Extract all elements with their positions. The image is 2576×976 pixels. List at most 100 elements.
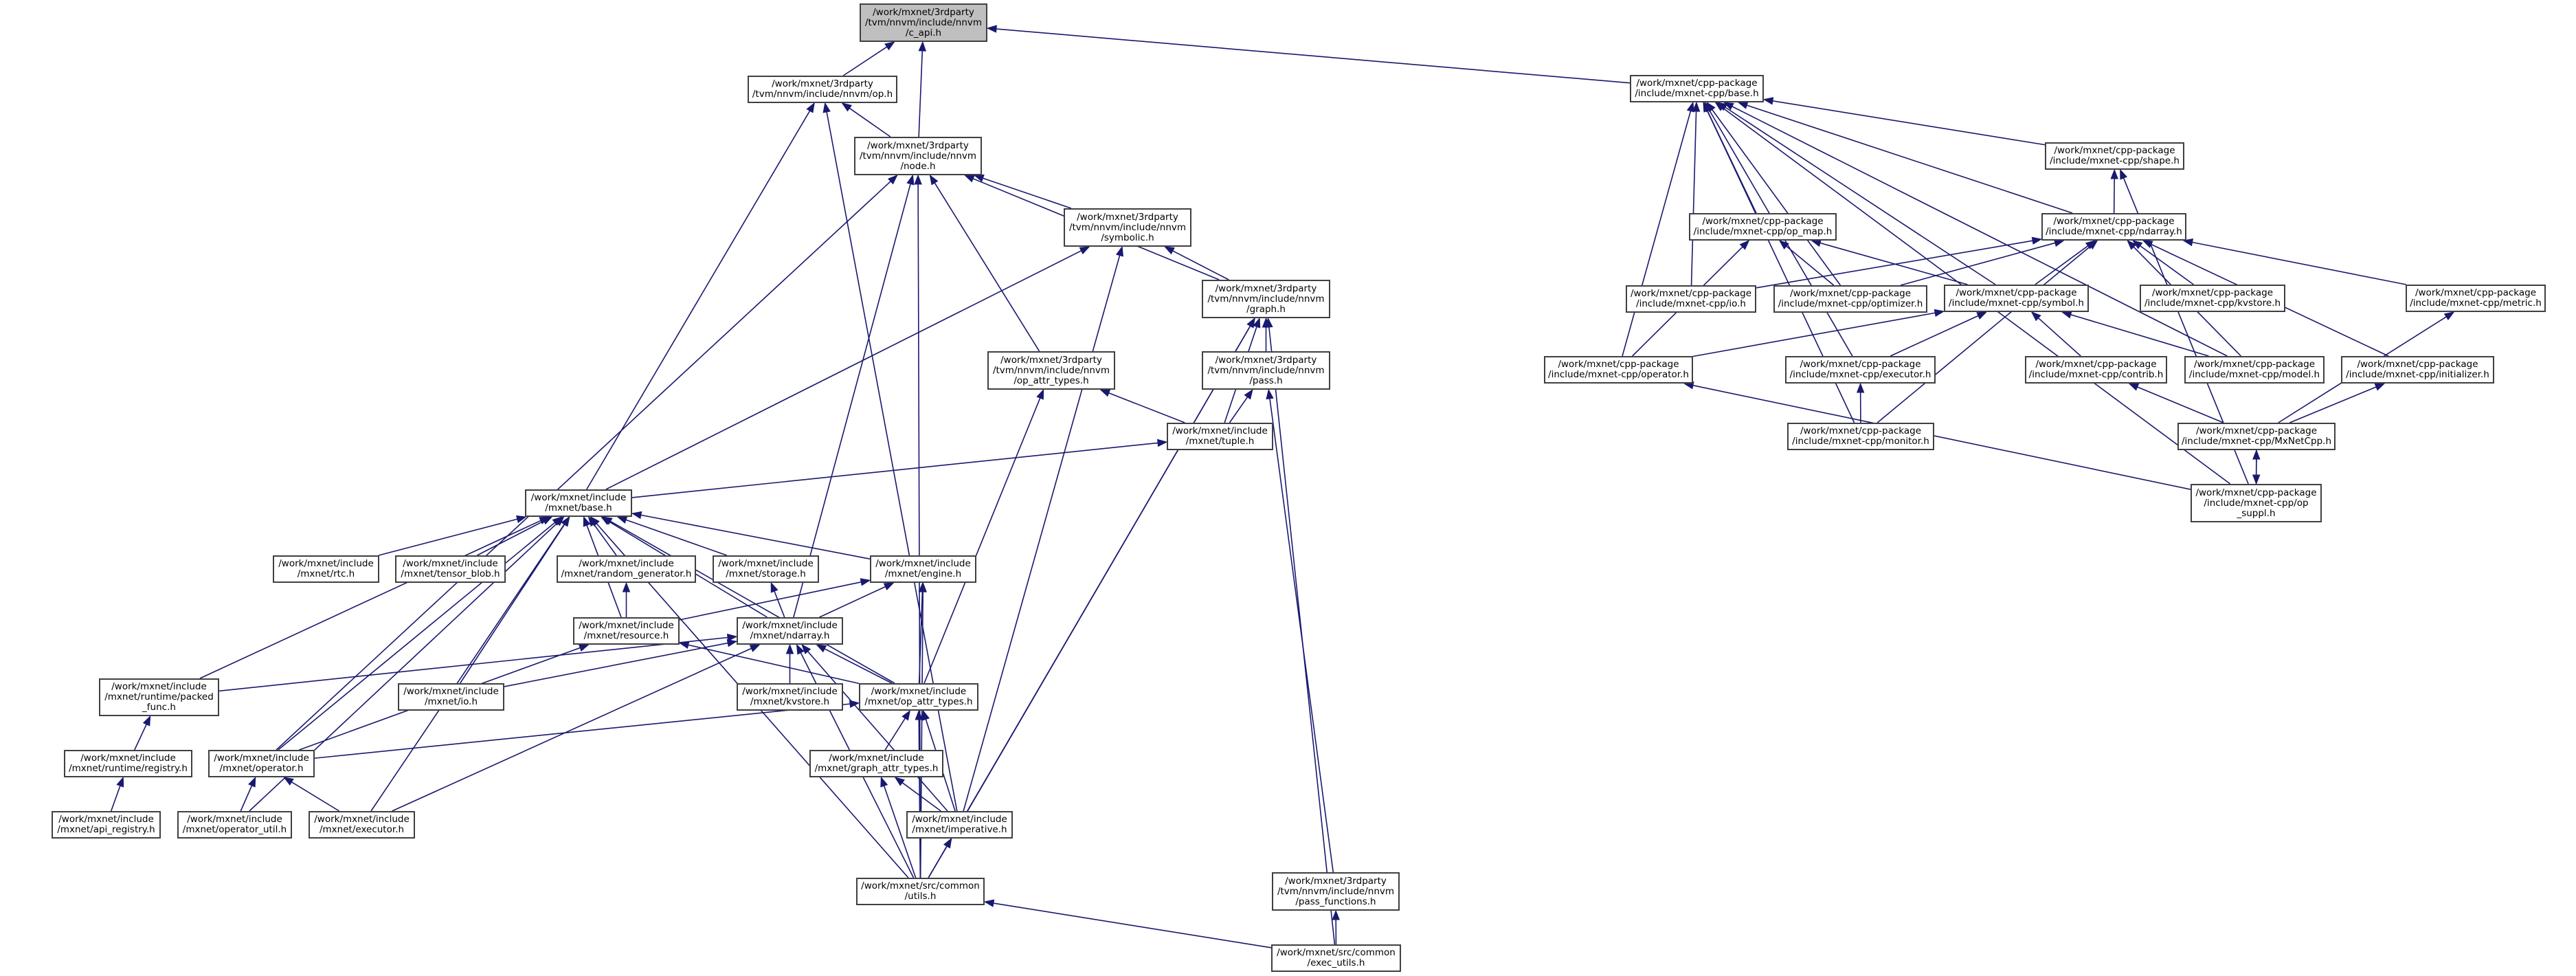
edge-operator-to-base: [278, 522, 556, 751]
node-base[interactable]: /work/mxnet/include /mxnet/base.h: [525, 489, 632, 517]
node-operator-util[interactable]: /work/mxnet/include /mxnet/operator_util…: [177, 811, 292, 839]
edge-executor-to-ndarray: [392, 647, 752, 812]
node-cpp-model[interactable]: /work/mxnet/cpp-package /include/mxnet-c…: [2184, 356, 2325, 384]
node-cpp-executor[interactable]: /work/mxnet/cpp-package /include/mxnet-c…: [1785, 356, 1936, 384]
arrowhead-icon: [919, 581, 927, 592]
node-engine[interactable]: /work/mxnet/include /mxnet/engine.h: [870, 555, 976, 583]
arrowhead-icon: [561, 515, 570, 527]
node-exec-utils[interactable]: /work/mxnet/src/common /exec_utils.h: [1271, 944, 1401, 972]
arrowhead-icon: [906, 174, 915, 186]
node-nnvm-node[interactable]: /work/mxnet/3rdparty /tvm/nnvm/include/n…: [854, 137, 982, 175]
node-nnvm-symbolic[interactable]: /work/mxnet/3rdparty /tvm/nnvm/include/n…: [1064, 208, 1191, 247]
node-cpp-kvstore[interactable]: /work/mxnet/cpp-package /include/mxnet-c…: [2140, 285, 2285, 312]
node-label: /work/mxnet/src/common /utils.h: [861, 880, 980, 902]
arrowhead-icon: [1686, 101, 1694, 113]
edge-utils-to-imperative: [928, 845, 948, 878]
arrowhead-icon: [554, 516, 565, 526]
node-op-attr-types[interactable]: /work/mxnet/include /mxnet/op_attr_types…: [859, 683, 978, 711]
edge-cpp_op_suppl-to-cpp_operator: [1692, 384, 2191, 490]
edge-op_attr_types-to-nnvm_op_attr_types: [923, 397, 1041, 684]
node-executor[interactable]: /work/mxnet/include /mxnet/executor.h: [309, 811, 415, 839]
node-cpp-base[interactable]: /work/mxnet/cpp-package /include/mxnet-c…: [1630, 75, 1764, 102]
node-nnvm-c-api[interactable]: /work/mxnet/3rdparty /tvm/nnvm/include/n…: [860, 3, 987, 42]
edge-cpp_model-to-cpp_base: [1732, 106, 2228, 357]
node-cpp-initializer[interactable]: /work/mxnet/cpp-package /include/mxnet-c…: [2341, 356, 2494, 384]
node-label: /work/mxnet/include /mxnet/base.h: [530, 492, 627, 513]
edge-op_attr_types-to-engine: [918, 591, 923, 684]
node-cpp-metric[interactable]: /work/mxnet/cpp-package /include/mxnet-c…: [2406, 285, 2546, 312]
node-cpp-op-suppl[interactable]: /work/mxnet/cpp-package /include/mxnet-c…: [2191, 484, 2322, 522]
edge-cpp_symbol-to-cpp_op_map: [1819, 242, 1968, 285]
node-cpp-io[interactable]: /work/mxnet/cpp-package /include/mxnet-c…: [1626, 285, 1756, 313]
node-api-registry[interactable]: /work/mxnet/include /mxnet/api_registry.…: [52, 811, 161, 839]
arrowhead-icon: [2374, 383, 2386, 391]
node-cpp-symbol[interactable]: /work/mxnet/cpp-package /include/mxnet-c…: [1944, 285, 2089, 312]
arrowhead-icon: [796, 643, 805, 655]
arrowhead-icon: [1778, 240, 1789, 250]
node-utils[interactable]: /work/mxnet/src/common /utils.h: [856, 878, 985, 905]
node-pass-functions[interactable]: /work/mxnet/3rdparty /tvm/nnvm/include/n…: [1272, 872, 1400, 911]
node-runtime-registry[interactable]: /work/mxnet/include /mxnet/runtime/regis…: [64, 750, 192, 777]
node-packed-func[interactable]: /work/mxnet/include /mxnet/runtime/packe…: [99, 678, 219, 716]
edge-executor-to-base: [370, 524, 565, 812]
arrowhead-icon: [1714, 102, 1725, 111]
edge-cpp_monitor-to-cpp_ndarray: [1877, 245, 2091, 423]
arrowhead-icon: [1266, 388, 1274, 400]
node-tuple[interactable]: /work/mxnet/include /mxnet/tuple.h: [1167, 423, 1273, 450]
arrowhead-icon: [1036, 388, 1044, 400]
node-ndarray[interactable]: /work/mxnet/include /mxnet/ndarray.h: [737, 617, 843, 645]
node-cpp-shape[interactable]: /work/mxnet/cpp-package /include/mxnet-c…: [2045, 142, 2184, 170]
edge-cpp_metric-to-cpp_ndarray: [2192, 241, 2406, 285]
arrowhead-icon: [1811, 239, 1822, 247]
arrowhead-icon: [943, 837, 952, 849]
node-storage[interactable]: /work/mxnet/include /mxnet/storage.h: [713, 555, 819, 583]
edge-nnvm_symbolic-to-nnvm_node: [983, 177, 1072, 209]
node-nnvm-pass[interactable]: /work/mxnet/3rdparty /tvm/nnvm/include/n…: [1202, 351, 1330, 390]
edge-cpp_ndarray-to-cpp_base: [1746, 104, 2073, 214]
node-graph-attr-types[interactable]: /work/mxnet/include /mxnet/graph_attr_ty…: [809, 750, 943, 777]
node-nnvm-op-attr-types[interactable]: /work/mxnet/3rdparty /tvm/nnvm/include/n…: [987, 351, 1115, 390]
arrowhead-icon: [770, 581, 779, 593]
edge-storage-to-base: [625, 519, 727, 556]
arrowhead-icon: [1737, 101, 1749, 109]
arrowhead-icon: [622, 581, 631, 592]
node-nnvm-graph[interactable]: /work/mxnet/3rdparty /tvm/nnvm/include/n…: [1202, 280, 1330, 318]
node-label: /work/mxnet/cpp-package /include/mxnet-c…: [2410, 287, 2542, 309]
arrowhead-icon: [822, 102, 831, 113]
node-kvstore[interactable]: /work/mxnet/include /mxnet/kvstore.h: [737, 683, 843, 711]
node-cpp-ndarray[interactable]: /work/mxnet/cpp-package /include/mxnet-c…: [2041, 213, 2186, 241]
node-cpp-optimizer[interactable]: /work/mxnet/cpp-package /include/mxnet-c…: [1773, 285, 1927, 313]
edge-nnvm_node-to-nnvm_op: [849, 107, 891, 137]
node-cpp-monitor[interactable]: /work/mxnet/cpp-package /include/mxnet-c…: [1787, 423, 1934, 450]
node-resource[interactable]: /work/mxnet/include /mxnet/resource.h: [573, 617, 680, 645]
arrowhead-icon: [1164, 246, 1175, 255]
edge-cpp_model-to-cpp_symbol: [2070, 313, 2209, 357]
edge-cpp_optimizer-to-cpp_base: [1712, 109, 1841, 286]
node-operator[interactable]: /work/mxnet/include /mxnet/operator.h: [208, 750, 315, 777]
node-random-generator[interactable]: /work/mxnet/include /mxnet/random_genera…: [557, 555, 696, 583]
node-imperative[interactable]: /work/mxnet/include /mxnet/imperative.h: [906, 811, 1013, 839]
node-cpp-contrib[interactable]: /work/mxnet/cpp-package /include/mxnet-c…: [2025, 356, 2167, 384]
arrowhead-icon: [2127, 240, 2137, 250]
node-label: /work/mxnet/include /mxnet/op_attr_types…: [864, 686, 973, 707]
arrowhead-icon: [515, 515, 527, 523]
node-tensor-blob[interactable]: /work/mxnet/include /mxnet/tensor_blob.h: [395, 555, 506, 583]
arrowhead-icon: [883, 582, 895, 590]
node-rtc[interactable]: /work/mxnet/include /mxnet/rtc.h: [273, 555, 379, 583]
node-cpp-mxnetcpp[interactable]: /work/mxnet/cpp-package /include/mxnet-c…: [2177, 423, 2336, 450]
node-cpp-op-map[interactable]: /work/mxnet/cpp-package /include/mxnet-c…: [1689, 213, 1837, 241]
node-io[interactable]: /work/mxnet/include /mxnet/io.h: [398, 683, 504, 711]
arrowhead-icon: [2443, 311, 2455, 321]
node-label: /work/mxnet/include /mxnet/api_registry.…: [57, 814, 155, 835]
node-nnvm-op[interactable]: /work/mxnet/3rdparty /tvm/nnvm/include/n…: [748, 76, 897, 103]
arrowhead-icon: [2182, 238, 2194, 247]
arrowhead-icon: [918, 41, 927, 52]
node-cpp-operator[interactable]: /work/mxnet/cpp-package /include/mxnet-c…: [1544, 356, 1693, 384]
arrowhead-icon: [914, 174, 922, 185]
arrowhead-icon: [2031, 236, 2043, 245]
arrowhead-icon: [1244, 388, 1253, 400]
arrowhead-icon: [2053, 239, 2065, 247]
arrowhead-icon: [894, 777, 905, 786]
edge-cpp_kvstore-to-cpp_ndarray: [2140, 245, 2194, 285]
edge-graph_attr_types-to-op_attr_types: [884, 718, 906, 751]
